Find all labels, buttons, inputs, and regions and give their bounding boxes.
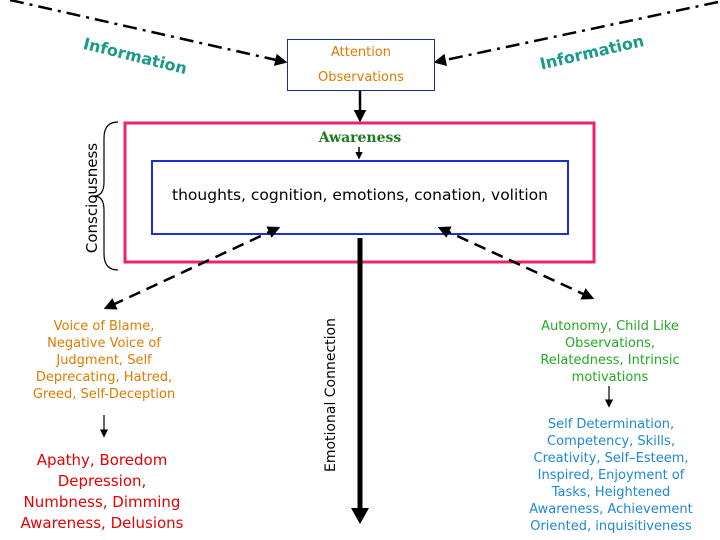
positive-dashed-arrow (437, 226, 595, 300)
negative-trait-line: Judgment, Self (56, 353, 152, 368)
attention-label: Attention (331, 45, 391, 60)
positive-outcome-line: Competency, Skills, (547, 434, 675, 449)
positive-outcome-line: Oriented, inquisitiveness (530, 519, 692, 534)
positive-trait-line: Autonomy, Child Like (541, 319, 679, 334)
positive-outcome-line: Awareness, Achievement (529, 502, 693, 517)
emotional-connection-label: Emotional Connection (323, 318, 339, 472)
awareness-label: Awareness (318, 130, 402, 146)
negative-trait-line: Voice of Blame, (53, 319, 155, 334)
negative-outcome-line: Awareness, Delusions (20, 514, 184, 532)
negative-trait-line: Negative Voice of (47, 336, 161, 351)
thoughts-box (151, 160, 569, 235)
negative-outcome-line: Depression, (57, 472, 147, 490)
observations-label: Observations (318, 70, 404, 85)
information-left-arrow (9, 0, 288, 66)
thoughts-label: thoughts, cognition, emotions, conation,… (172, 186, 548, 204)
negative-trait-line: Greed, Self-Deception (32, 387, 176, 402)
negative-traits-text: Voice of Blame, Negative Voice of Judgme… (14, 318, 194, 403)
positive-outcome-line: Inspired, Enjoyment of (537, 468, 685, 483)
positive-outcomes-text: Self Determination, Competency, Skills, … (518, 416, 704, 535)
emotional-connection-arrowhead (351, 508, 369, 524)
negative-outcome-line: Apathy, Boredom (36, 451, 168, 469)
negative-outcomes-text: Apathy, Boredom Depression, Numbness, Di… (4, 450, 200, 534)
negative-outcome-line: Numbness, Dimming (23, 493, 181, 511)
positive-outcome-line: Creativity, Self–Esteem, (533, 451, 689, 466)
consciousness-label: Consciousness (83, 142, 101, 254)
negative-dashed-arrow (103, 226, 281, 310)
positive-trait-line: motivations (571, 370, 649, 385)
positive-trait-line: Observations, (564, 336, 656, 351)
information-right-arrow (433, 0, 719, 67)
negative-trait-line: Deprecating, Hatred, (35, 370, 173, 385)
positive-outcome-line: Self Determination, (547, 417, 675, 432)
positive-outcome-line: Tasks, Heightened (551, 485, 671, 500)
attention-box: Attention Observations (287, 39, 435, 91)
positive-trait-line: Relatedness, Intrinsic (540, 353, 680, 368)
positive-traits-text: Autonomy, Child Like Observations, Relat… (522, 318, 698, 386)
